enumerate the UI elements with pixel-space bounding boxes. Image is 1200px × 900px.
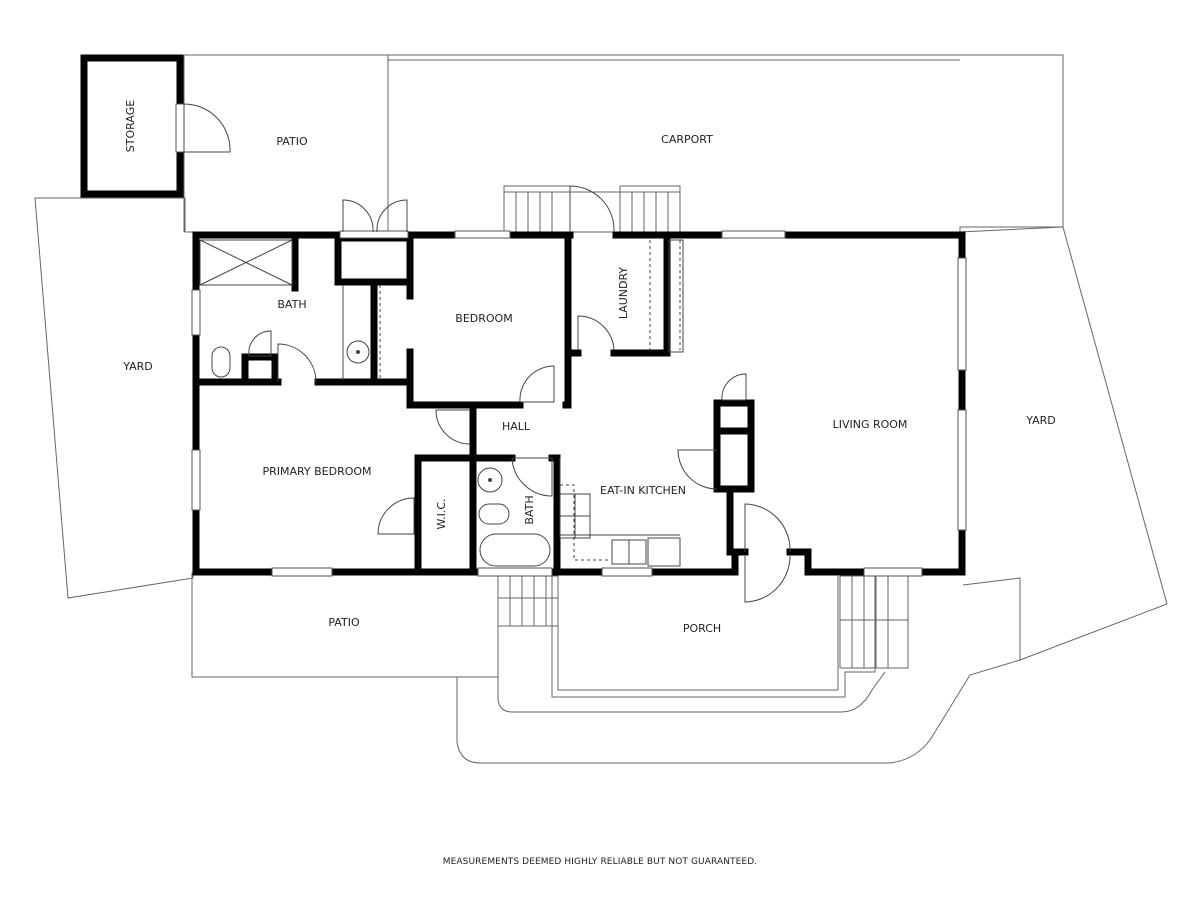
exterior-outlines <box>34 54 1168 764</box>
room-label-living-room: LIVING ROOM <box>833 418 908 431</box>
room-label-bath-main: BATH <box>277 298 306 311</box>
room-label-bath-small: BATH <box>523 495 536 524</box>
room-label-laundry: LAUNDRY <box>617 267 630 320</box>
doors <box>183 103 791 603</box>
room-label-yard-right: YARD <box>1025 414 1056 427</box>
room-label-carport: CARPORT <box>661 133 713 146</box>
room-label-porch: PORCH <box>683 622 721 635</box>
room-label-bedroom: BEDROOM <box>455 312 512 325</box>
room-label-eat-in-kitchen: EAT-IN KITCHEN <box>600 484 686 497</box>
room-label-storage: STORAGE <box>124 100 137 152</box>
room-label-wic: W.I.C. <box>435 498 448 529</box>
fixtures <box>199 239 684 567</box>
room-labels: STORAGE PATIO CARPORT YARD YARD BATH BED… <box>122 100 1056 635</box>
storage-walls <box>80 54 184 198</box>
room-label-yard-left: YARD <box>122 360 153 373</box>
room-label-patio-bottom: PATIO <box>328 616 360 629</box>
windows <box>175 103 967 577</box>
disclaimer-note: MEASUREMENTS DEEMED HIGHLY RELIABLE BUT … <box>442 857 758 867</box>
room-label-hall: HALL <box>502 420 531 433</box>
house-walls <box>192 231 966 576</box>
room-label-patio-top: PATIO <box>276 135 308 148</box>
room-label-primary-bedroom: PRIMARY BEDROOM <box>262 465 371 478</box>
